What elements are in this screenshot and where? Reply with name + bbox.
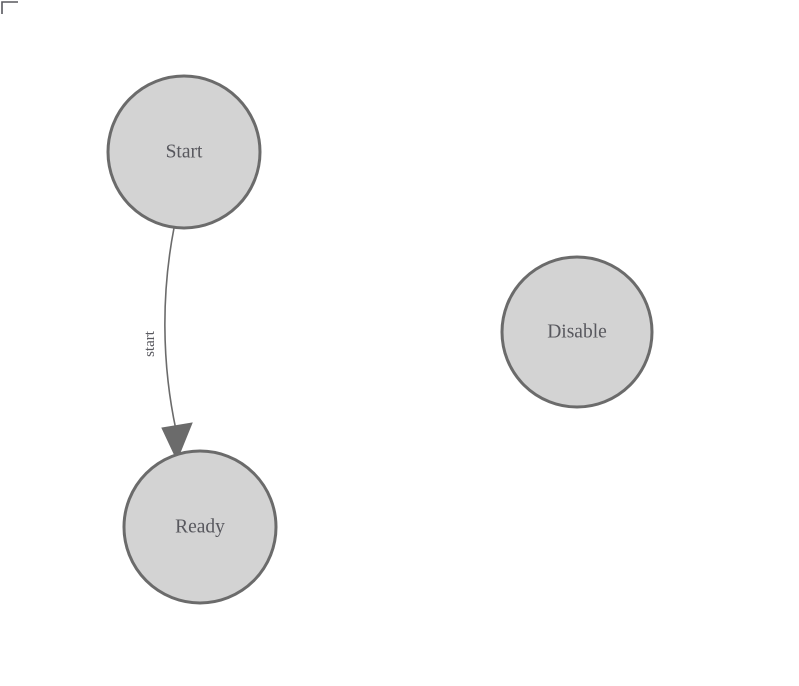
edge-path-start-to-ready [164,227,177,431]
node-disable-circle [500,255,654,409]
edge-label-start: start [142,330,158,357]
edge-start-to-ready[interactable]: start [142,227,193,462]
node-ready-circle [122,449,278,605]
node-disable-label: Disable [547,322,607,343]
node-start-label: Start [166,142,203,163]
node-start[interactable]: Start [106,74,262,230]
node-disable[interactable]: Disable [500,255,654,409]
arrowhead-icon [161,422,193,462]
node-start-circle [106,74,262,230]
node-ready-label: Ready [175,517,225,538]
node-ready[interactable]: Ready [122,449,278,605]
canvas-corner-mark [1,1,18,14]
